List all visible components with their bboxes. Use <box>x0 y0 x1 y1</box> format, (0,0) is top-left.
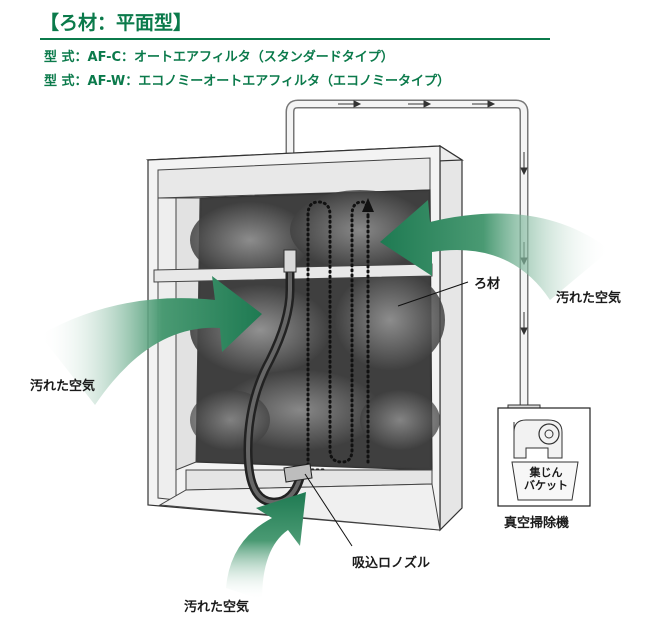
dust-bucket-label-line1: 集じん <box>518 466 574 479</box>
dirty-air-label-right: 汚れた空気 <box>556 287 621 306</box>
vacuum-label: 真空掃除機 <box>504 512 569 531</box>
nozzle-label: 吸込ロノズル <box>352 552 430 571</box>
dirty-air-label-left: 汚れた空気 <box>30 375 95 394</box>
filter-media-label: ろ材 <box>474 273 500 292</box>
dust-bucket-label: 集じん バケット <box>518 466 574 492</box>
dirty-air-label-bottom: 汚れた空気 <box>184 596 249 615</box>
dust-bucket-label-line2: バケット <box>518 479 574 492</box>
